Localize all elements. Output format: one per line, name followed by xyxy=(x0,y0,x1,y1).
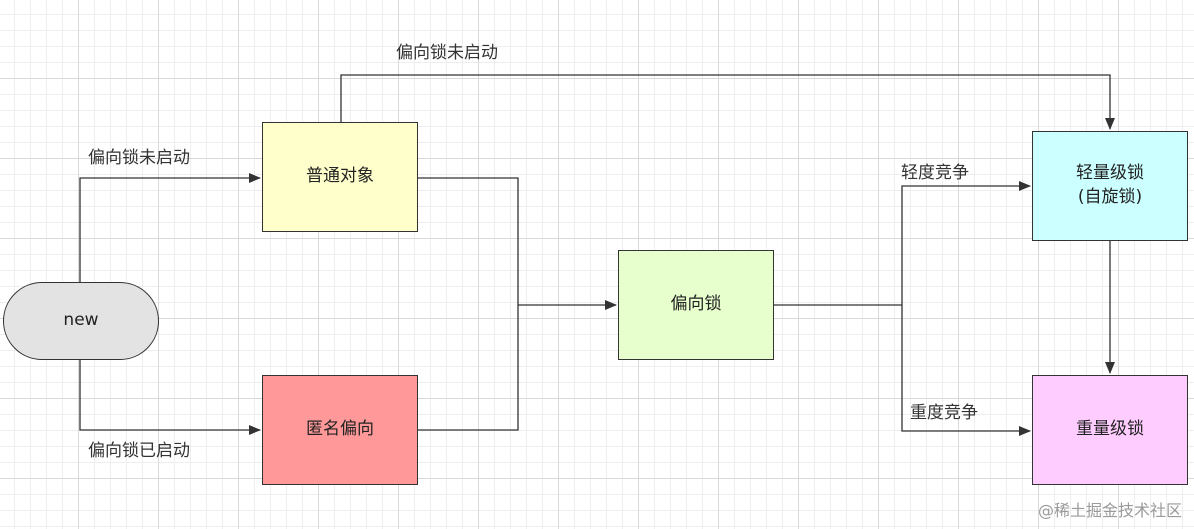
watermark: @稀土掘金技术社区 xyxy=(1037,501,1182,520)
node-anonymous-biased-label: 匿名偏向 xyxy=(306,419,374,440)
node-anonymous-biased: 匿名偏向 xyxy=(262,375,418,485)
node-biased-lock-label: 偏向锁 xyxy=(670,294,722,315)
edge-biased-to-heavyweight xyxy=(901,305,1031,436)
node-lightweight-lock-label: 轻量级锁 xyxy=(1076,163,1144,184)
edge-new-to-normal xyxy=(79,173,261,282)
node-normal-object: 普通对象 xyxy=(262,122,418,232)
edge-label-heavy-contention: 重度竞争 xyxy=(910,403,978,423)
node-new: new xyxy=(3,282,159,360)
node-new-label: new xyxy=(63,310,99,331)
edge-label-light-contention: 轻度竞争 xyxy=(901,163,969,183)
edge-normal-to-lightweight xyxy=(340,74,1115,130)
node-biased-lock: 偏向锁 xyxy=(618,250,774,360)
edge-anonymous-to-biased xyxy=(418,305,519,431)
edge-normal-to-biased xyxy=(418,177,617,310)
node-normal-object-label: 普通对象 xyxy=(306,166,374,187)
edge-label-bias-disabled: 偏向锁未启动 xyxy=(88,148,190,168)
edge-label-bias-enabled: 偏向锁已启动 xyxy=(88,441,190,461)
node-lightweight-lock: 轻量级锁 (自旋锁) xyxy=(1032,131,1188,241)
node-heavyweight-lock-label: 重量级锁 xyxy=(1076,419,1144,440)
node-heavyweight-lock: 重量级锁 xyxy=(1032,375,1188,485)
edge-new-to-anonymous xyxy=(79,360,261,435)
edge-biased-to-lightweight xyxy=(774,181,1031,306)
node-lightweight-lock-sublabel: (自旋锁) xyxy=(1077,187,1143,207)
edge-label-bias-disabled-top: 偏向锁未启动 xyxy=(396,43,498,63)
